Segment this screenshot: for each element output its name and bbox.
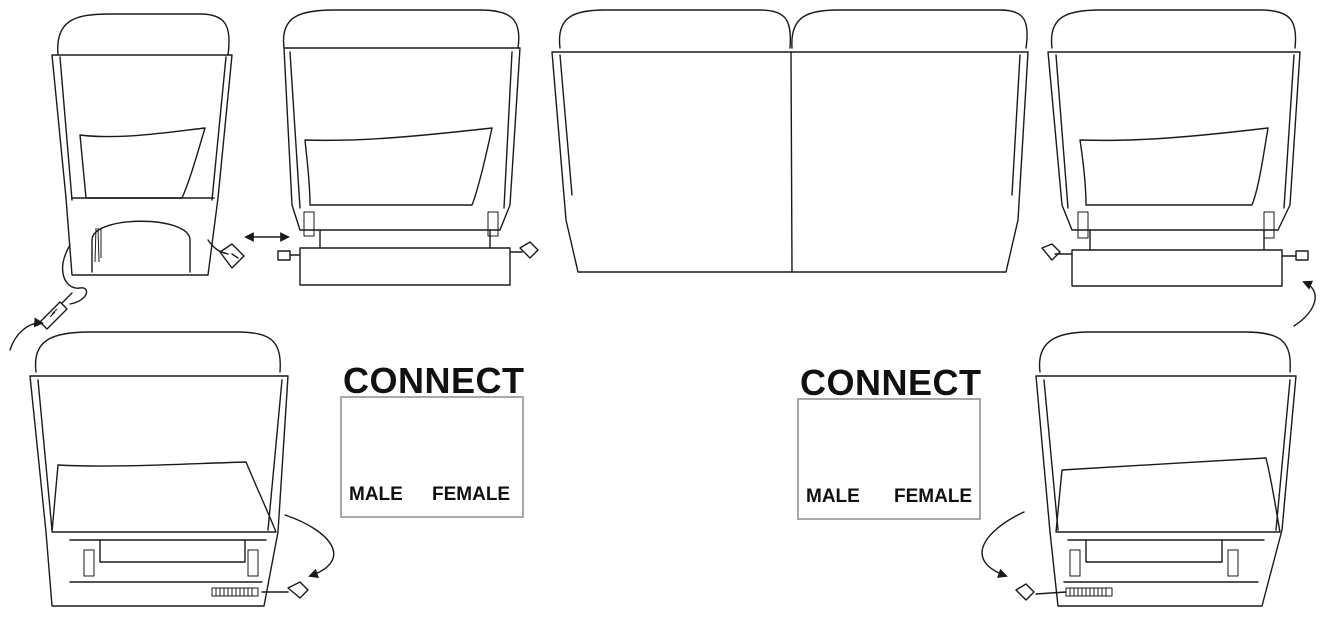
female-label-right: FEMALE	[894, 486, 973, 507]
cable-end-socket-top-left	[219, 243, 245, 269]
seat-top-middle-recliner	[277, 9, 539, 286]
curved-arrow-bottom-right	[981, 511, 1025, 578]
curved-arrow-bottom-left	[284, 514, 335, 578]
connect-box-right	[797, 398, 981, 520]
male-label-left: MALE	[349, 484, 403, 505]
seat-bottom-right-recliner	[1015, 331, 1297, 607]
connect-title-right: CONNECT	[800, 362, 982, 403]
sofa-back-center	[551, 9, 1029, 273]
connect-title-left: CONNECT	[343, 360, 525, 401]
cable-end-plug-left	[39, 292, 73, 330]
seat-top-left-armless	[39, 13, 245, 330]
seat-bottom-left-recliner	[29, 331, 309, 607]
male-label-right: MALE	[806, 486, 860, 507]
seat-top-right-recliner	[1041, 9, 1309, 287]
curved-arrow-right-up	[1293, 280, 1316, 327]
curved-arrow-left	[9, 317, 44, 351]
female-label-left: FEMALE	[432, 484, 511, 505]
connect-box-left	[340, 396, 524, 518]
